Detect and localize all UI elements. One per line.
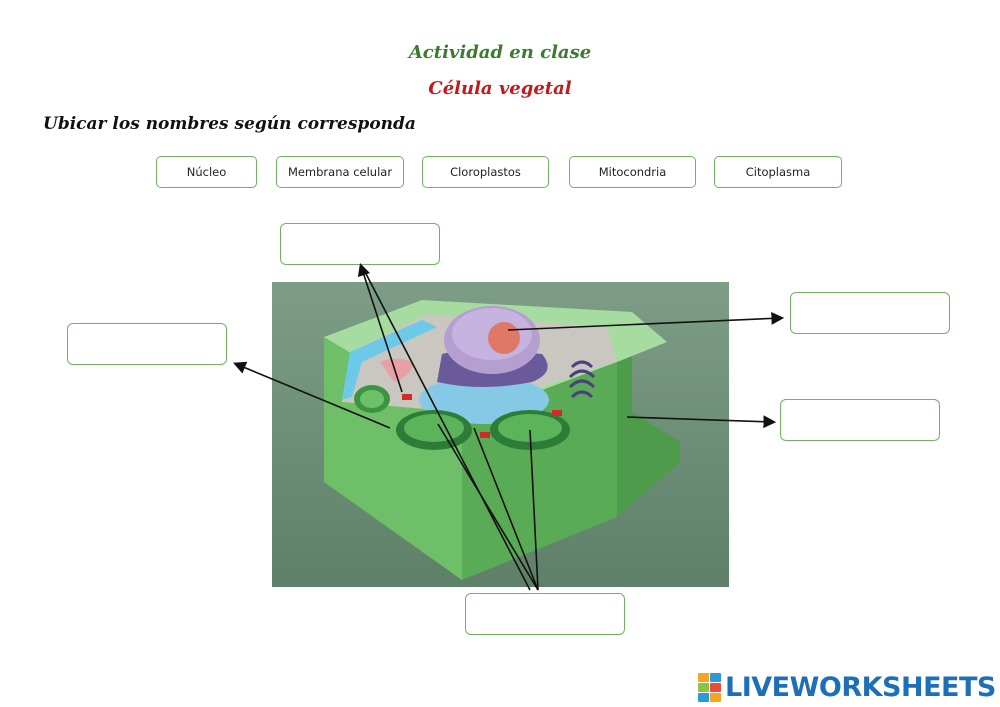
answer-box-right-top[interactable] <box>790 292 950 334</box>
word-chip-membrana-celular[interactable]: Membrana celular <box>276 156 404 188</box>
answer-box-bottom[interactable] <box>465 593 625 635</box>
word-chip-cloroplastos[interactable]: Cloroplastos <box>422 156 549 188</box>
answer-box-top[interactable] <box>280 223 440 265</box>
liveworksheets-logo: LIVEWORKSHEETS <box>698 672 996 703</box>
logo-tiles-icon <box>698 673 721 702</box>
answer-box-left[interactable] <box>67 323 227 365</box>
word-chip-mitocondria[interactable]: Mitocondria <box>569 156 696 188</box>
activity-title: Actividad en clase <box>408 42 592 63</box>
word-chip-citoplasma[interactable]: Citoplasma <box>714 156 842 188</box>
plant-cell-image <box>272 282 729 587</box>
logo-text: LIVEWORKSHEETS <box>725 672 996 703</box>
activity-subtitle: Célula vegetal <box>428 78 572 99</box>
answer-box-right-middle[interactable] <box>780 399 940 441</box>
word-chip-nucleo[interactable]: Núcleo <box>156 156 257 188</box>
instruction-text: Ubicar los nombres según corresponda <box>43 114 416 134</box>
